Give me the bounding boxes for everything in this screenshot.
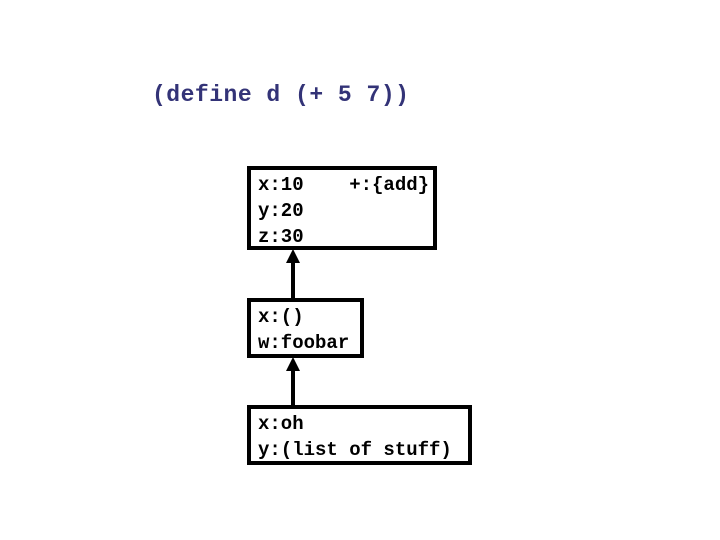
binding-line: w:foobar xyxy=(258,332,350,354)
env-frame-global: x:10 +:{add} y:20 z:30 xyxy=(247,166,437,250)
env-frame-middle: x:() w:foobar xyxy=(247,298,364,358)
env-frame-bottom: x:oh y:(list of stuff) xyxy=(247,405,472,465)
code-title: (define d (+ 5 7)) xyxy=(152,82,410,108)
binding-line: y:(list of stuff) xyxy=(258,439,452,461)
binding-line: x:oh xyxy=(258,413,304,435)
binding-line: z:30 xyxy=(258,226,304,248)
binding-line: x:() xyxy=(258,306,304,328)
binding-line: y:20 xyxy=(258,200,304,222)
binding-line: x:10 +:{add} xyxy=(258,174,430,196)
arrow-middle-to-global-icon xyxy=(286,249,300,299)
arrow-bottom-to-middle-icon xyxy=(286,357,300,406)
